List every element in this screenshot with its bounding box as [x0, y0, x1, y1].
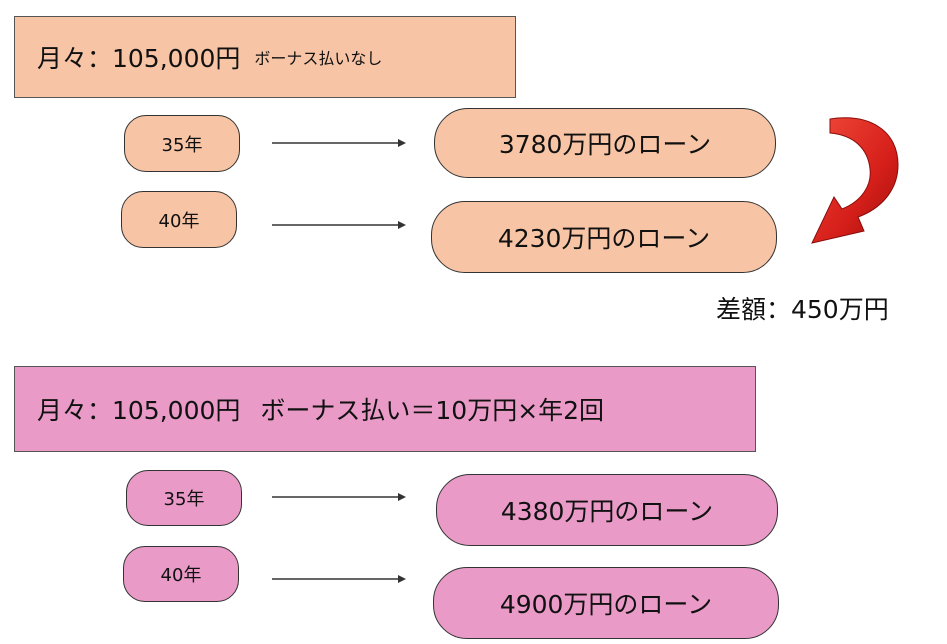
header-with-bonus: 月々：105,000円 ボーナス払い＝10万円×年2回	[14, 366, 756, 452]
difference-label: 差額：450万円	[716, 295, 889, 324]
loan-amount-35: 3780万円のローン	[434, 108, 776, 178]
term-35-years: 35年	[124, 115, 240, 172]
term-40-years: 40年	[123, 546, 239, 602]
loan-label: 3780万円のローン	[498, 130, 712, 159]
bonus-condition-label: ボーナス払いなし	[254, 49, 383, 68]
right-arrow-icon	[272, 493, 406, 501]
term-label: 40年	[158, 210, 200, 232]
monthly-payment-label: 月々：105,000円	[37, 396, 241, 425]
loan-label: 4900万円のローン	[499, 590, 713, 619]
loan-amount-40: 4900万円のローン	[433, 567, 779, 639]
term-label: 35年	[163, 489, 205, 510]
right-arrow-icon	[272, 139, 406, 147]
loan-amount-40: 4230万円のローン	[431, 201, 777, 273]
monthly-payment-label: 月々：105,000円	[37, 44, 241, 73]
term-label: 40年	[160, 565, 202, 586]
loan-label: 4230万円のローン	[497, 224, 711, 253]
right-arrow-icon	[272, 221, 406, 229]
term-40-years: 40年	[121, 191, 237, 248]
curved-arrow-icon	[811, 117, 899, 244]
bonus-condition-label: ボーナス払い＝10万円×年2回	[260, 396, 605, 425]
right-arrow-icon	[272, 575, 406, 583]
header-no-bonus: 月々：105,000円 ボーナス払いなし	[14, 16, 516, 98]
term-35-years: 35年	[126, 470, 242, 526]
loan-label: 4380万円のローン	[500, 497, 714, 526]
term-label: 35年	[161, 134, 203, 156]
loan-amount-35: 4380万円のローン	[436, 474, 778, 546]
